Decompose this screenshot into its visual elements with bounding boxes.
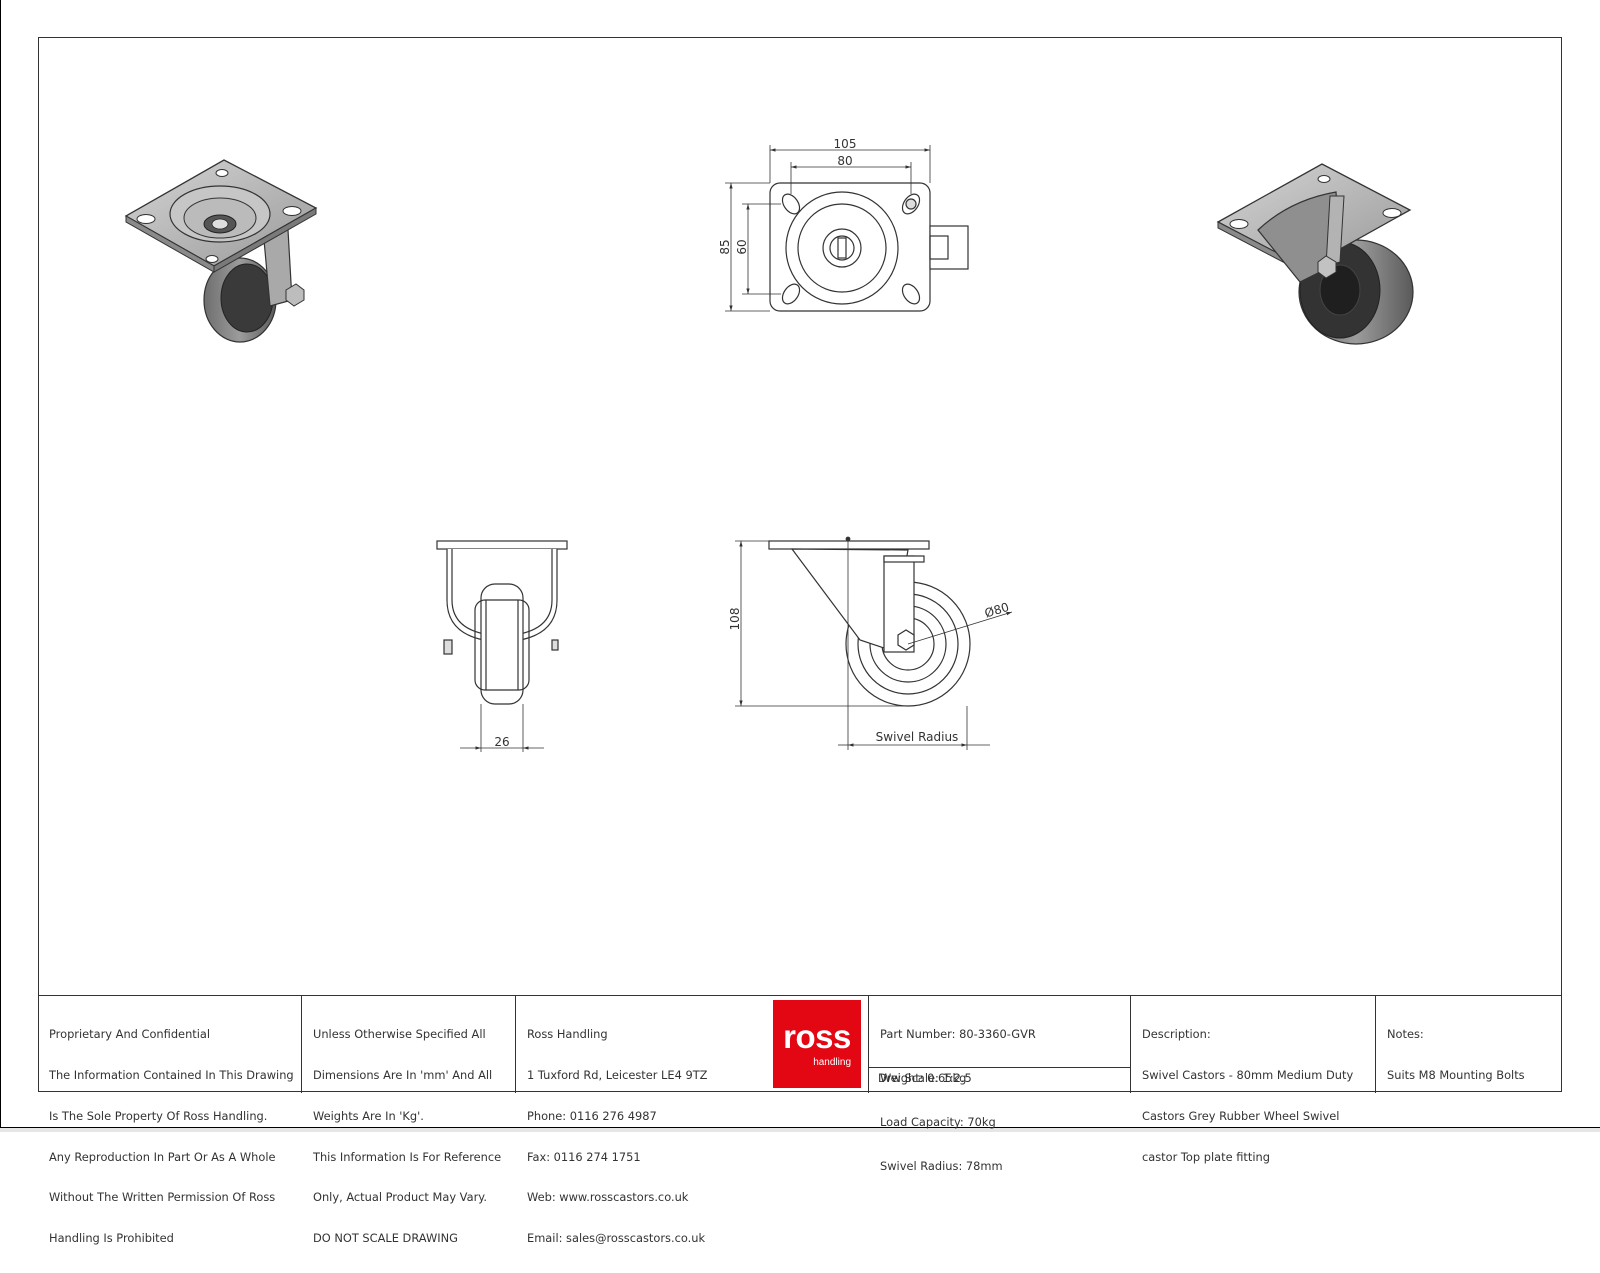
company-line: Web: www.rosscastors.co.uk [527,1190,689,1205]
description: Description: Swivel Castors - 80mm Mediu… [1131,996,1376,1163]
top-view [725,145,969,312]
confidential-line: The Information Contained In This Drawin… [49,1067,294,1082]
front-view [436,540,568,752]
isometric-view-right [1216,163,1414,345]
dim-wheel-width: 26 [494,735,509,749]
dim-wheel-diameter: Ø80 [983,600,1011,621]
notes-line: Suits M8 Mounting Bolts [1387,1067,1525,1082]
company-line: 1 Tuxford Rd, Leicester LE4 9TZ [527,1067,708,1082]
dim-plate-width: 105 [834,137,857,151]
side-view [735,536,1013,750]
units-line: Only, Actual Product May Vary. [313,1190,487,1205]
company-line: Email: sales@rosscastors.co.uk [527,1231,706,1246]
confidential-line: Without The Written Permission Of Ross [49,1190,276,1205]
drawing-scale: Drw Scale: 1:2.5 [878,1071,972,1085]
confidential-line: Is The Sole Property Of Ross Handling. [49,1108,268,1123]
company-line: Fax: 0116 274 1751 [527,1149,641,1164]
sheet-edge [0,0,1,1131]
dim-hole-spacing-y: 60 [735,239,749,254]
part-scale-divider [869,1067,1131,1068]
drawing-sheet: 105 80 85 60 [0,0,1600,1245]
part-number: Part Number: 80-3360-GVR [880,1027,1036,1042]
confidential-line: Any Reproduction In Part Or As A Whole [49,1149,276,1164]
notes: Notes: Suits M8 Mounting Bolts [1376,996,1562,1093]
units-line: Weights Are In 'Kg'. [313,1108,424,1123]
notes-line: Notes: [1387,1027,1424,1042]
dim-swivel-radius-label: Swivel Radius [876,730,959,744]
logo-subtext: handling [813,1057,851,1068]
units-line: Dimensions Are In 'mm' And All [313,1067,493,1082]
description-line: castor Top plate fitting [1142,1149,1270,1164]
company-line: Ross Handling [527,1027,608,1042]
description-line: Castors Grey Rubber Wheel Swivel [1142,1108,1340,1123]
confidential-line: Handling Is Prohibited [49,1231,174,1246]
company-line: Phone: 0116 276 4987 [527,1108,657,1123]
description-line: Description: [1142,1027,1211,1042]
description-line: Swivel Castors - 80mm Medium Duty [1142,1067,1354,1082]
units-line: Unless Otherwise Specified All [313,1027,486,1042]
units-line: This Information Is For Reference [313,1149,502,1164]
sheet-bottom-edge [0,1127,1600,1132]
units-line: DO NOT SCALE DRAWING [313,1231,458,1246]
ross-logo: ross handling [773,1000,861,1088]
part-swivel-radius: Swivel Radius: 78mm [880,1158,1003,1173]
dim-hole-spacing-x: 80 [837,154,852,168]
drawing-views: 105 80 85 60 [124,137,1414,752]
isometric-view-left [124,159,318,343]
logo-wordmark: ross [783,1018,851,1055]
drawing-frame [38,37,1562,1092]
confidential-line: Proprietary And Confidential [49,1027,211,1042]
part-load-capacity: Load Capacity: 70kg [880,1114,996,1129]
dim-plate-depth: 85 [718,239,732,254]
dim-overall-height: 108 [728,608,742,631]
part-weight: Weight: 0.65kg [880,1070,967,1085]
confidential-notice: Proprietary And Confidential The Informa… [38,996,302,1245]
units-notice: Unless Otherwise Specified All Dimension… [302,996,516,1245]
